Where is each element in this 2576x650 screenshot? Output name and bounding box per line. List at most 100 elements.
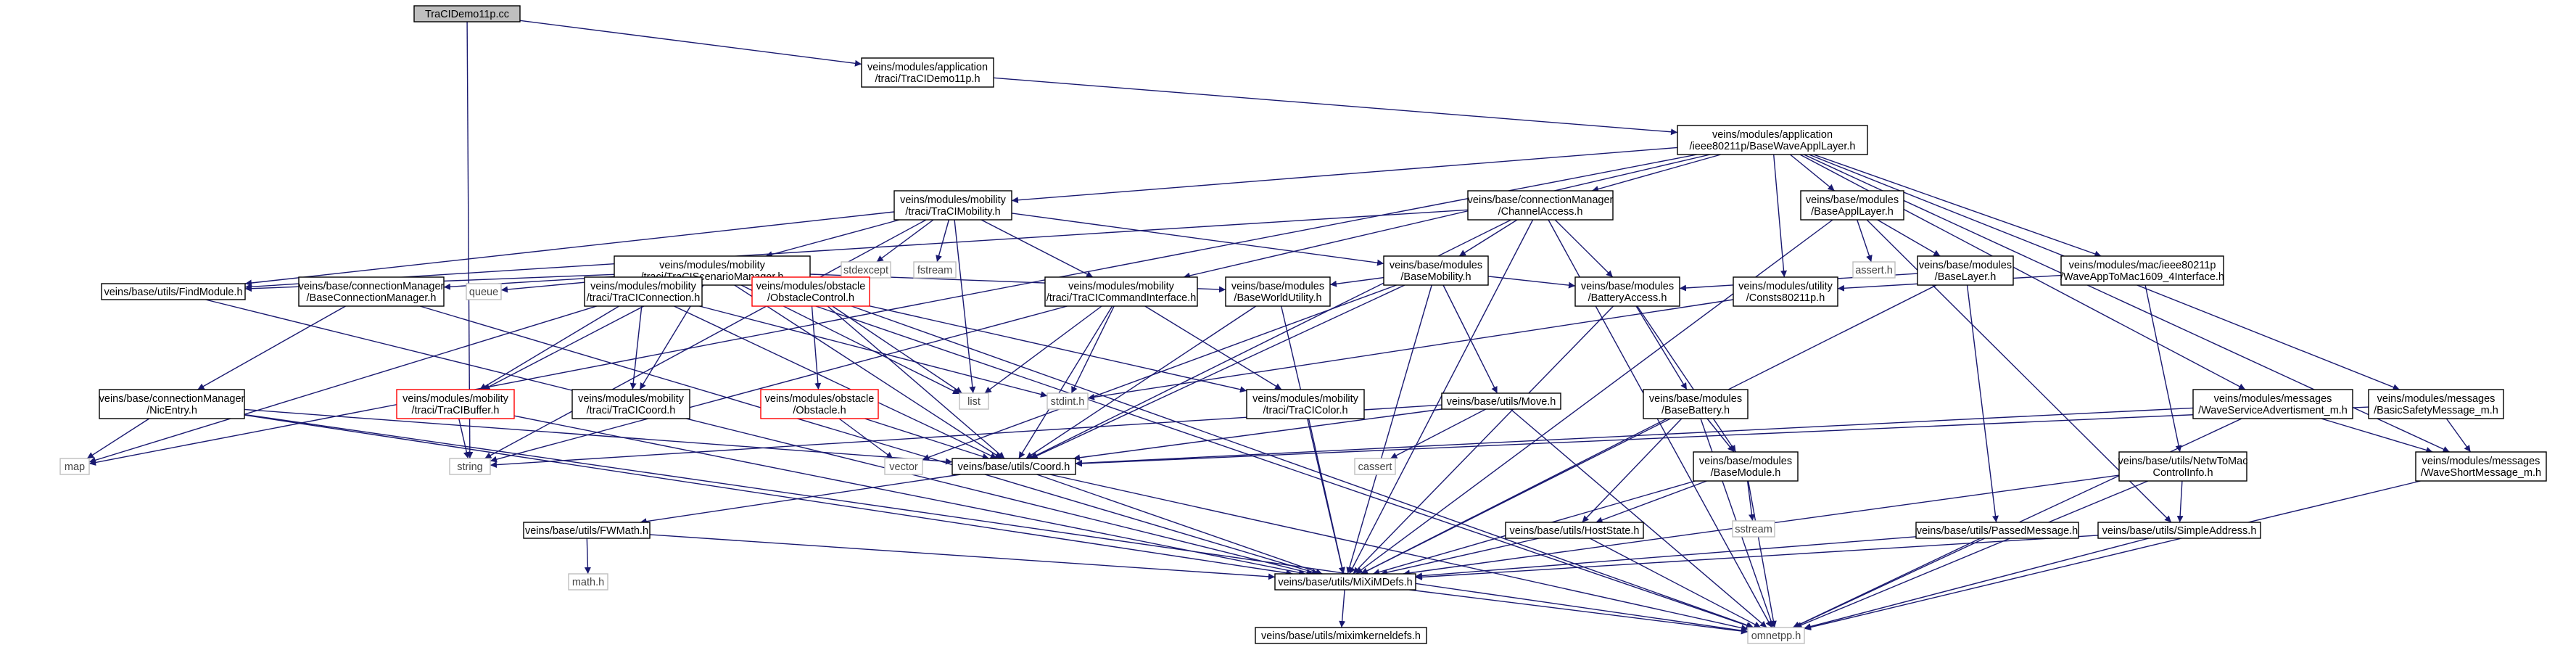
- edge-tracicon-to-tracicoord: [629, 305, 643, 390]
- node-label-tracibuffer-line-1: /traci/TraCIBuffer.h: [412, 405, 500, 416]
- edge-consts-to-stdint: [1087, 299, 1734, 400]
- node-nicentry[interactable]: veins/base/connectionManager/NicEntry.h: [99, 389, 245, 419]
- node-label-basebattery-line-1: /BaseBattery.h: [1661, 405, 1730, 416]
- node-tracicon[interactable]: veins/modules/mobility/traci/TraCIConnec…: [584, 276, 703, 307]
- node-omnetpp: omnetpp.h: [1747, 627, 1805, 644]
- edge-basewave-to-waveapp: [1813, 154, 2102, 258]
- node-fwmath[interactable]: veins/base/utils/FWMath.h: [523, 522, 651, 539]
- node-basewave[interactable]: veins/modules/application/ieee80211p/Bas…: [1677, 125, 1868, 155]
- node-label-findmodule-line-0: veins/base/utils/FindModule.h: [104, 287, 242, 298]
- node-miximdefs[interactable]: veins/base/utils/MiXiMDefs.h: [1274, 573, 1416, 591]
- node-label-sstream-line-0: sstream: [1735, 524, 1772, 535]
- node-tracicmd[interactable]: veins/modules/mobility/traci/TraCIComman…: [1044, 276, 1198, 307]
- edge-baselayer-to-passedmsg: [1966, 284, 1999, 523]
- node-miximkernel[interactable]: veins/base/utils/miximkerneldefs.h: [1255, 627, 1427, 644]
- node-basemodule[interactable]: veins/base/modules/BaseModule.h: [1693, 451, 1799, 482]
- node-box-sstream: [1732, 520, 1775, 538]
- node-obstacle[interactable]: veins/modules/obstacle/Obstacle.h: [760, 389, 879, 419]
- edge-baseconnmgr-to-nicentry: [197, 305, 346, 390]
- node-passedmsg[interactable]: veins/base/utils/PassedMessage.h: [1915, 522, 2079, 539]
- node-label-wsm-line-0: veins/modules/messages: [2422, 456, 2540, 467]
- node-box-findmodule: [101, 283, 246, 300]
- edge-battaccess-to-basemodule: [1636, 305, 1737, 453]
- node-tracibuffer[interactable]: veins/modules/mobility/traci/TraCIBuffer…: [396, 389, 515, 419]
- node-label-baseconnmgr-line-0: veins/base/connectionManager: [299, 281, 445, 292]
- node-label-tracicoord-line-0: veins/modules/mobility: [578, 393, 685, 405]
- node-box-string: [449, 458, 491, 475]
- edge-wsm-to-omnetpp: [1804, 480, 2421, 630]
- node-hoststate[interactable]: veins/base/utils/HostState.h: [1505, 522, 1644, 539]
- node-label-basewave-line-0: veins/modules/application: [1712, 129, 1833, 141]
- node-basemobility[interactable]: veins/base/modules/BaseMobility.h: [1383, 255, 1489, 286]
- node-tracidemo_h[interactable]: veins/modules/application/traci/TraCIDem…: [861, 57, 994, 88]
- node-box-baseconnmgr: [298, 276, 445, 307]
- node-box-passedmsg: [1915, 522, 2079, 539]
- edge-basebattery-to-hoststate: [1582, 418, 1683, 523]
- edge-tracidemo_h-to-basewave: [993, 77, 1678, 136]
- node-consts[interactable]: veins/modules/utility/Consts80211p.h: [1733, 276, 1838, 307]
- node-mathh: math.h: [568, 573, 608, 591]
- edge-basemobility-to-battaccess: [1487, 276, 1576, 289]
- node-label-obstaclecontrol-line-1: /ObstacleControl.h: [767, 292, 854, 304]
- edge-nettomac-to-simpleaddr: [2176, 480, 2184, 523]
- node-wsa[interactable]: veins/modules/messages/WaveServiceAdvert…: [2192, 389, 2353, 419]
- node-simpleaddr[interactable]: veins/base/utils/SimpleAddress.h: [2097, 522, 2261, 539]
- node-list: list: [959, 392, 989, 410]
- node-box-hoststate: [1505, 522, 1644, 539]
- node-label-nettomac-line-1: ControlInfo.h: [2152, 467, 2213, 479]
- edge-tracicolor-to-miximdefs: [1308, 418, 1345, 575]
- node-baseappl[interactable]: veins/base/modules/BaseApplLayer.h: [1800, 190, 1904, 221]
- node-move[interactable]: veins/base/utils/Move.h: [1441, 392, 1561, 410]
- node-label-baseappl-line-1: /BaseApplLayer.h: [1811, 206, 1894, 218]
- node-box-wsm: [2415, 451, 2547, 482]
- edge-obstacle-to-coord: [864, 418, 989, 460]
- node-asserth: assert.h: [1852, 261, 1896, 279]
- node-baseworld[interactable]: veins/base/modules/BaseWorldUtility.h: [1225, 276, 1331, 307]
- edge-tracimobility-to-basemobility: [1011, 213, 1384, 266]
- node-box-move: [1441, 392, 1561, 410]
- node-label-tracimobility-line-0: veins/modules/mobility: [900, 194, 1007, 206]
- node-label-waveapp-line-0: veins/modules/mac/ieee80211p: [2069, 260, 2216, 271]
- edge-basemobility-to-move: [1442, 284, 1498, 394]
- node-box-obstacle: [760, 389, 879, 419]
- node-tracimobility[interactable]: veins/modules/mobility/traci/TraCIMobili…: [893, 190, 1012, 221]
- node-box-basemodule: [1693, 451, 1799, 482]
- node-baseconnmgr[interactable]: veins/base/connectionManager/BaseConnect…: [298, 276, 445, 307]
- node-findmodule[interactable]: veins/base/utils/FindModule.h: [101, 283, 246, 300]
- node-label-basebattery-line-0: veins/base/modules: [1649, 393, 1742, 405]
- edge-scenario-to-map: [88, 284, 666, 464]
- node-label-wsm-line-1: /WaveShortMessage_m.h: [2421, 467, 2541, 479]
- node-box-vector: [884, 458, 923, 475]
- node-box-tracicoord: [571, 389, 690, 419]
- node-label-baseappl-line-0: veins/base/modules: [1806, 194, 1899, 206]
- node-label-miximdefs-line-0: veins/base/utils/MiXiMDefs.h: [1278, 577, 1412, 588]
- node-tracicoord[interactable]: veins/modules/mobility/traci/TraCICoord.…: [571, 389, 690, 419]
- node-bsm[interactable]: veins/modules/messages/BasicSafetyMessag…: [2368, 389, 2504, 419]
- node-label-asserth-line-0: assert.h: [1855, 265, 1893, 276]
- node-battaccess[interactable]: veins/base/modules/BatteryAccess.h: [1574, 276, 1680, 307]
- node-tracicolor[interactable]: veins/modules/mobility/traci/TraCIColor.…: [1246, 389, 1365, 419]
- edge-tracicon-to-tracibuffer: [479, 305, 619, 390]
- edge-tracicon-to-stdint: [699, 305, 1048, 398]
- node-box-tracidemo_h: [861, 57, 994, 88]
- node-box-battaccess: [1574, 276, 1680, 307]
- edge-move-to-omnetpp: [1510, 408, 1767, 628]
- edge-channelaccess-to-findmodule: [244, 209, 1469, 290]
- node-wsm[interactable]: veins/modules/messages/WaveShortMessage_…: [2415, 451, 2547, 482]
- node-label-move-line-0: veins/base/utils/Move.h: [1447, 396, 1556, 408]
- edge-root-to-tracidemo_h: [519, 20, 862, 67]
- node-basebattery[interactable]: veins/base/modules/BaseBattery.h: [1643, 389, 1749, 419]
- node-baselayer[interactable]: veins/base/modules/BaseLayer.h: [1917, 255, 2014, 286]
- node-waveapp[interactable]: veins/modules/mac/ieee80211p/WaveAppToMa…: [2060, 255, 2224, 286]
- node-obstaclecontrol[interactable]: veins/modules/obstacle/ObstacleControl.h: [751, 276, 870, 307]
- node-root[interactable]: TraCIDemo11p.cc: [413, 5, 521, 22]
- node-label-tracicmd-line-0: veins/modules/mobility: [1068, 281, 1175, 292]
- node-channelaccess[interactable]: veins/base/connectionManager/ChannelAcce…: [1467, 190, 1614, 221]
- node-box-root: [413, 5, 521, 22]
- node-label-basewave-line-1: /ieee80211p/BaseWaveApplLayer.h: [1690, 141, 1856, 152]
- edge-basemobility-to-baseworld: [1329, 276, 1384, 287]
- node-coord[interactable]: veins/base/utils/Coord.h: [951, 458, 1076, 475]
- edge-root-to-string: [466, 21, 474, 459]
- node-map: map: [59, 458, 90, 475]
